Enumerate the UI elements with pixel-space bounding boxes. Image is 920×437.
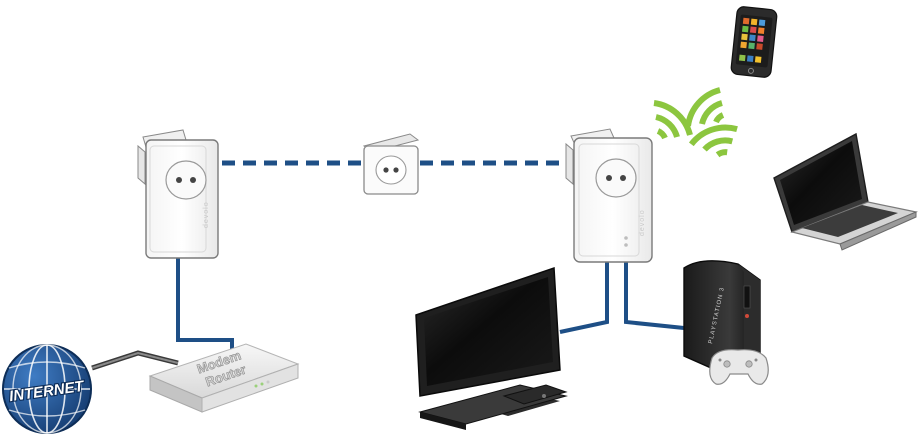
adapter-brand-left: devolo bbox=[203, 201, 210, 228]
router-icon: Modem Router bbox=[148, 343, 300, 413]
powerline-adapter-right: devolo bbox=[565, 128, 653, 263]
adapter-to-console-cable bbox=[624, 262, 685, 330]
game-console-icon: PLAYSTATION 3 bbox=[683, 260, 761, 373]
gamepad-icon bbox=[709, 349, 769, 385]
wifi-icon bbox=[653, 87, 738, 158]
powerline-adapter-left: devolo bbox=[137, 129, 219, 259]
adapter-to-router-cable bbox=[176, 258, 234, 352]
wall-socket-icon bbox=[362, 133, 420, 195]
app-grid bbox=[738, 17, 766, 63]
adapter-to-tv-cable bbox=[559, 262, 609, 334]
globe-icon: INTERNET bbox=[2, 344, 92, 434]
internet-cable bbox=[91, 350, 179, 371]
smartphone-icon bbox=[730, 6, 778, 78]
adapter-brand-right: devolo bbox=[639, 209, 646, 236]
laptop-icon bbox=[773, 132, 919, 251]
tv-icon bbox=[415, 266, 568, 430]
